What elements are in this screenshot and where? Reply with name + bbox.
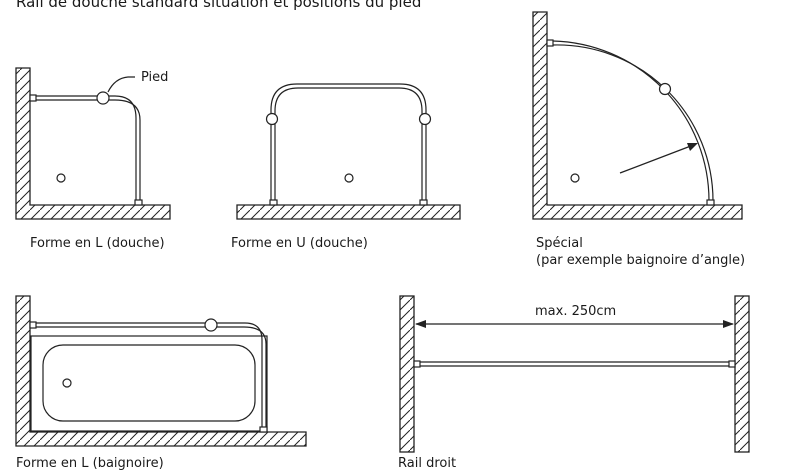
floor-foot	[134, 199, 143, 206]
floor-foot	[706, 199, 715, 206]
support-foot-marker	[204, 318, 218, 332]
foot-callout-label: Pied	[141, 70, 168, 85]
wall-bracket	[29, 94, 37, 102]
left-wall-hatch	[399, 295, 415, 453]
drain-circle	[56, 173, 66, 183]
support-foot-marker	[658, 82, 672, 96]
support-foot-marker-right	[418, 112, 432, 126]
drain-circle	[62, 378, 72, 388]
floor-foot	[259, 426, 268, 433]
wall-hatch	[532, 11, 743, 220]
dimension-arrow-right	[723, 320, 734, 328]
radius-arrowhead	[687, 143, 698, 151]
dimension-arrow-left	[415, 320, 426, 328]
drain-circle	[344, 173, 354, 183]
l-bath-figure	[15, 295, 307, 447]
straight-rail-figure: max. 250cm	[399, 295, 750, 453]
drain-circle	[570, 173, 580, 183]
bathtub-basin	[42, 344, 256, 422]
rail-pipe	[36, 322, 263, 428]
wall-bracket	[29, 321, 37, 329]
support-foot-marker-left	[265, 112, 279, 126]
caption-u-shower: Forme en U (douche)	[231, 236, 368, 251]
callout-leader	[107, 76, 135, 93]
caption-l-shower: Forme en L (douche)	[30, 236, 165, 251]
floor-foot-left	[269, 199, 278, 206]
radius-arrow	[619, 143, 697, 174]
wall-bracket-left	[413, 360, 421, 368]
caption-straight: Rail droit	[398, 456, 457, 471]
right-wall-hatch	[734, 295, 750, 453]
floor-hatch	[236, 204, 461, 220]
rail-pipe	[270, 83, 427, 201]
wall-bracket-right	[728, 360, 736, 368]
rail-pipe	[36, 95, 137, 201]
support-foot-marker	[96, 91, 110, 105]
special-corner-figure	[532, 11, 743, 220]
caption-l-bath: Forme en L (baignoire)	[16, 456, 164, 471]
floor-foot-right	[419, 199, 428, 206]
u-shower-figure	[236, 83, 461, 220]
wall-hatch	[15, 67, 171, 220]
wall-bracket	[546, 39, 554, 47]
caption-special: Spécial	[536, 236, 583, 251]
wall-hatch	[15, 295, 307, 447]
dimension-label: max. 250cm	[535, 304, 616, 319]
l-shower-figure: Pied	[15, 67, 171, 220]
diagram-title: Rail de douche standard situation et pos…	[16, 0, 422, 11]
caption-special-detail: (par exemple baignoire d’angle)	[536, 253, 746, 268]
